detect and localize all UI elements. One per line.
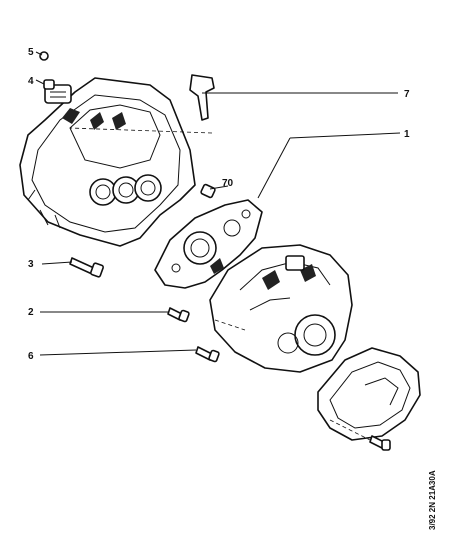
leader-lines — [35, 51, 401, 441]
label-5: 5 — [28, 47, 34, 58]
label-70: 70 — [222, 178, 234, 189]
intermediate-plate — [154, 199, 263, 289]
bracket-7 — [189, 74, 215, 121]
sleeve-70 — [200, 183, 216, 199]
reference-code-area: 3/92 2N 21A30A — [418, 462, 437, 532]
label-3: 3 — [28, 259, 34, 270]
label-7: 7 — [404, 89, 410, 100]
bolt-cover — [369, 435, 391, 451]
cap-5 — [39, 51, 49, 61]
gearbox-casing — [209, 244, 353, 373]
reference-code: 3/92 2N 21A30A — [428, 470, 437, 530]
clutch-housing — [19, 77, 196, 247]
bolt-6 — [195, 346, 220, 363]
bolt-3 — [69, 257, 104, 278]
label-4: 4 — [28, 76, 34, 87]
label-2: 2 — [28, 307, 34, 318]
bolt-2 — [167, 307, 190, 323]
rear-cover — [317, 347, 421, 441]
breather-4 — [43, 79, 55, 90]
label-1: 1 — [404, 129, 410, 140]
label-6: 6 — [28, 351, 34, 362]
